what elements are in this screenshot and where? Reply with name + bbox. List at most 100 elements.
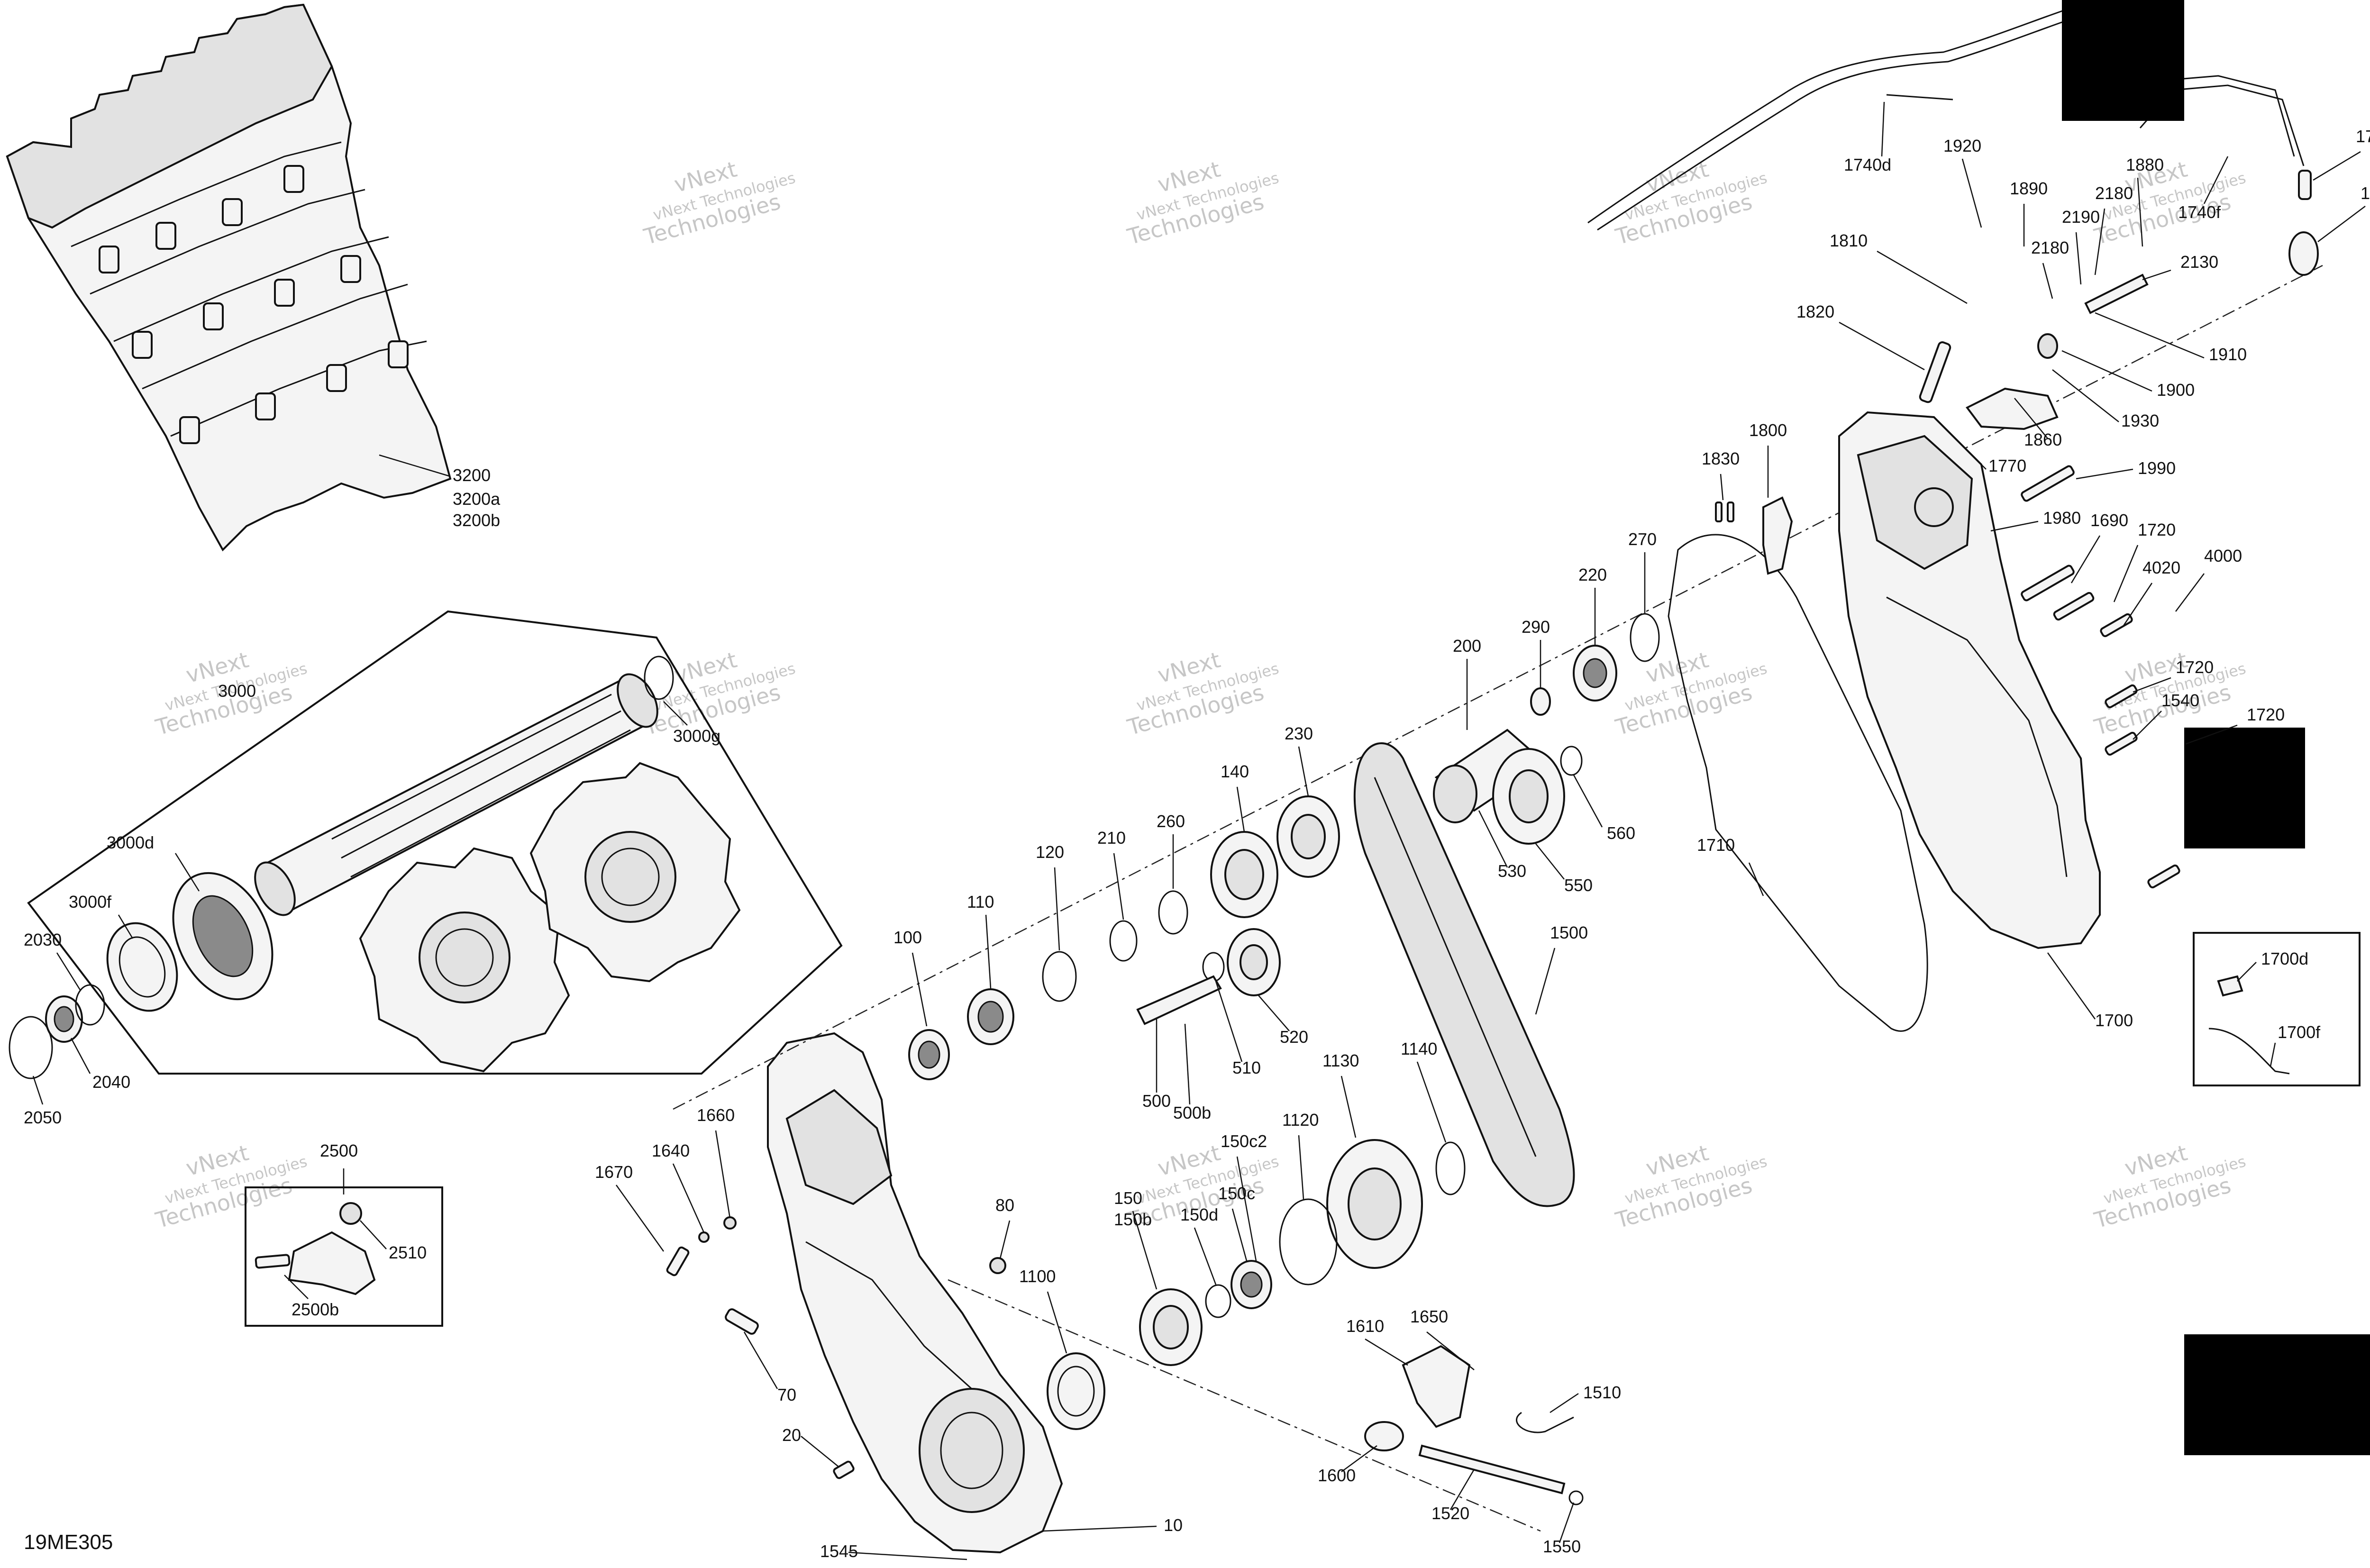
callout-1820: 1820 bbox=[1796, 302, 1834, 321]
callout-80: 80 bbox=[995, 1195, 1014, 1215]
callout-1710: 1710 bbox=[1697, 835, 1735, 855]
callout-1990: 1990 bbox=[2138, 458, 2176, 478]
leader-1820 bbox=[1839, 321, 1925, 371]
leader-1520 bbox=[1449, 1469, 1475, 1510]
chaincase-1700 bbox=[1838, 411, 2101, 949]
leader-10 bbox=[1042, 1525, 1157, 1532]
leader-1740f bbox=[2203, 156, 2229, 204]
bearing-220 bbox=[1573, 645, 1617, 702]
callout-1810: 1810 bbox=[1830, 231, 1868, 250]
inset-box-1700 bbox=[2193, 932, 2361, 1086]
callout-2190: 2190 bbox=[2062, 207, 2100, 227]
chaincase-cover-10 bbox=[767, 1032, 1063, 1554]
leader-140 bbox=[1236, 786, 1245, 832]
callout-3000f: 3000f bbox=[69, 892, 112, 912]
callout-560: 560 bbox=[1607, 823, 1635, 843]
leader-1540 bbox=[2133, 711, 2162, 740]
callout-1600: 1600 bbox=[1318, 1466, 1356, 1485]
leader-2180 bbox=[2094, 208, 2106, 275]
leader-1510 bbox=[1550, 1393, 1579, 1413]
callout-1860: 1860 bbox=[2024, 430, 2062, 449]
leader-230 bbox=[1298, 746, 1309, 797]
callout-1660: 1660 bbox=[697, 1105, 735, 1125]
callout-1670: 1670 bbox=[595, 1162, 633, 1182]
callout-2050: 2050 bbox=[24, 1108, 62, 1127]
callout-1100: 1100 bbox=[1019, 1267, 1056, 1286]
ring-260 bbox=[1158, 890, 1188, 935]
redaction-block-top bbox=[2062, 0, 2184, 121]
gasket-1710 bbox=[1668, 534, 1928, 1032]
callout-1650: 1650 bbox=[1410, 1307, 1448, 1326]
clip-1700d bbox=[2217, 975, 2243, 997]
callout-4020: 4020 bbox=[2142, 558, 2180, 577]
callout-500b: 500b bbox=[1173, 1103, 1211, 1122]
leader-1710 bbox=[1748, 862, 1764, 896]
callout-510: 510 bbox=[1232, 1058, 1261, 1077]
callout-3200b: 3200b bbox=[453, 511, 500, 530]
leader-150c bbox=[1231, 1208, 1248, 1261]
callout-210: 210 bbox=[1097, 828, 1126, 848]
leader-100 bbox=[912, 952, 928, 1027]
callout-290: 290 bbox=[1522, 617, 1550, 637]
leader-3000f bbox=[118, 914, 134, 939]
bracket-2500 bbox=[255, 1202, 376, 1295]
callout-70: 70 bbox=[777, 1385, 796, 1404]
callout-500: 500 bbox=[1142, 1091, 1171, 1111]
callout-3000g: 3000g bbox=[673, 726, 720, 746]
leader-70 bbox=[743, 1331, 778, 1389]
callout-150c2: 150c2 bbox=[1221, 1131, 1267, 1151]
leader-1740d bbox=[1881, 101, 1885, 157]
pin-1510 bbox=[1516, 1412, 1574, 1433]
circlip-2050 bbox=[9, 1016, 53, 1079]
ring-3000g bbox=[644, 656, 674, 700]
leader-1120 bbox=[1298, 1135, 1304, 1200]
circlip-1120 bbox=[1279, 1198, 1338, 1285]
leader-2040 bbox=[70, 1038, 91, 1074]
bolts bbox=[666, 1216, 1006, 1479]
seal-1100 bbox=[1047, 1352, 1105, 1430]
leader-1500 bbox=[1535, 948, 1556, 1015]
callout-120: 120 bbox=[1036, 842, 1064, 862]
callout-110: 110 bbox=[967, 892, 994, 912]
callout-2130: 2130 bbox=[2180, 252, 2218, 272]
leader-1910 bbox=[2095, 312, 2205, 359]
leader-1720 bbox=[2133, 677, 2171, 693]
bearing-150c bbox=[1231, 1260, 1272, 1309]
clip-1550 bbox=[1568, 1490, 1584, 1505]
callout-1550: 1550 bbox=[1543, 1537, 1581, 1556]
leader-1140 bbox=[1416, 1061, 1447, 1143]
bearing-110 bbox=[967, 988, 1014, 1045]
leader-1720 bbox=[2185, 724, 2238, 745]
callout-2180: 2180 bbox=[2031, 238, 2069, 257]
leader-1770 bbox=[1952, 436, 1987, 470]
leader-1900 bbox=[2061, 350, 2152, 392]
leader-1550 bbox=[1559, 1502, 1575, 1543]
leader-1610 bbox=[1365, 1338, 1408, 1366]
leader-1830 bbox=[1720, 474, 1724, 501]
leader-80 bbox=[999, 1220, 1011, 1259]
callout-1120: 1120 bbox=[1282, 1110, 1319, 1130]
callout-1740d: 1740d bbox=[1844, 155, 1891, 174]
callout-1920: 1920 bbox=[1943, 136, 1981, 155]
callout-1720: 1720 bbox=[2247, 705, 2285, 724]
callout-1130: 1130 bbox=[1322, 1051, 1359, 1070]
callout-1700d: 1700d bbox=[2261, 949, 2308, 968]
callout-260: 260 bbox=[1157, 811, 1185, 831]
seal-3000f bbox=[106, 922, 178, 1012]
sprocket-550 bbox=[1492, 748, 1565, 845]
leader-2510 bbox=[360, 1220, 387, 1249]
leader-1860 bbox=[2014, 398, 2048, 439]
callout-1510: 1510 bbox=[1583, 1383, 1621, 1402]
circlip-270 bbox=[1630, 613, 1660, 662]
leader-1100 bbox=[1047, 1291, 1067, 1354]
redaction-block-middle bbox=[2184, 728, 2305, 848]
diagram-code: 19ME305 bbox=[24, 1531, 113, 1554]
callout-1910: 1910 bbox=[2209, 345, 2247, 364]
drive-axle-callout-box bbox=[27, 610, 843, 1075]
callout-150c: 150c bbox=[1218, 1184, 1255, 1203]
leader-120 bbox=[1054, 867, 1060, 951]
